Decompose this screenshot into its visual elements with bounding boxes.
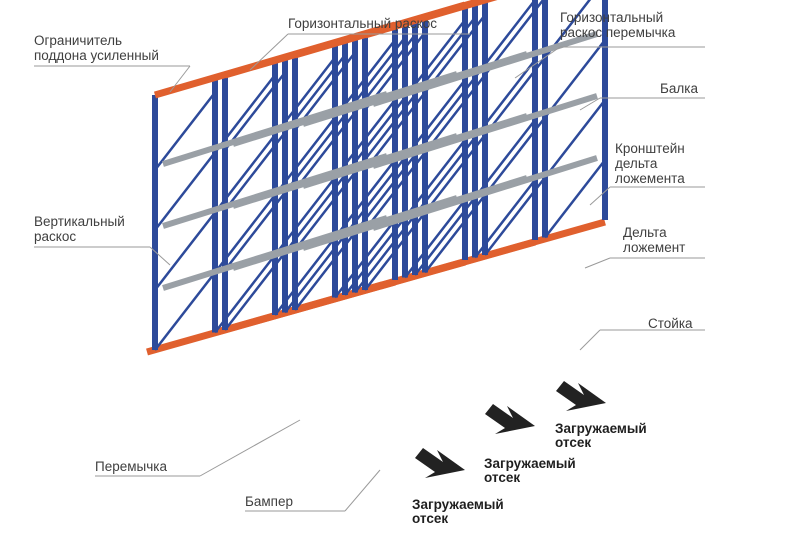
label-horizontal-brace-jumper: Горизонтальный раскос перемычка — [560, 10, 675, 40]
label-pallet-stop: Ограничитель поддона усиленный — [34, 33, 159, 63]
leader-line — [345, 470, 380, 511]
label-vertical-brace: Вертикальный раскос — [34, 214, 125, 244]
loading-arrow-icon — [485, 404, 535, 434]
label-jumper: Перемычка — [95, 459, 167, 474]
label-loading-bay-3: Загружаемый отсек — [412, 498, 504, 526]
label-upright: Стойка — [648, 316, 693, 331]
loading-arrow-icon — [556, 381, 606, 411]
label-delta-rail: Дельта ложемент — [623, 225, 685, 255]
leader-line — [580, 330, 600, 350]
leader-line — [200, 420, 300, 476]
label-loading-bay-2: Загружаемый отсек — [484, 457, 576, 485]
label-bumper: Бампер — [245, 494, 293, 509]
leader-line — [585, 258, 610, 268]
label-beam: Балка — [660, 81, 698, 96]
label-delta-rail-bracket: Кронштейн дельта ложемента — [615, 141, 685, 186]
label-loading-bay-1: Загружаемый отсек — [555, 422, 647, 450]
loading-arrow-icon — [415, 448, 465, 478]
label-horizontal-brace: Горизонтальный раскос — [288, 16, 437, 31]
